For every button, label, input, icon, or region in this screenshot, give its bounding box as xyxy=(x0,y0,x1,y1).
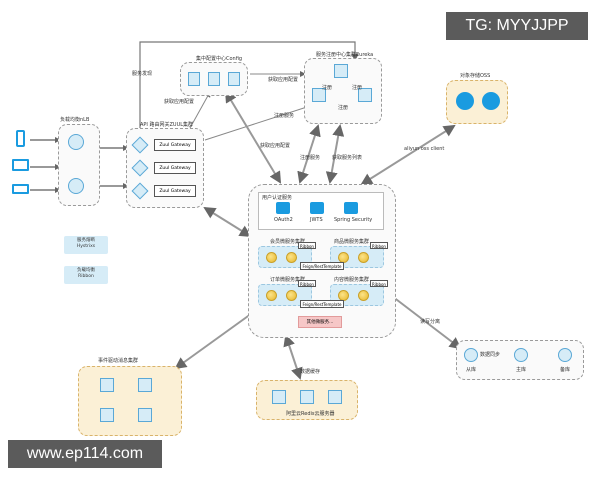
config-server-icon xyxy=(188,72,200,86)
jwt-icon xyxy=(310,202,324,214)
eureka-server-icon-2 xyxy=(312,88,326,102)
db-slave-icon xyxy=(464,348,478,362)
event-message-label: 事件驱动消息集群 xyxy=(98,358,139,364)
config-server-icon-3 xyxy=(228,72,240,86)
db-primary-icon xyxy=(514,348,528,362)
edge-label-get-config: 获取应用配置 xyxy=(164,99,195,105)
message-node-icon-3 xyxy=(100,408,114,422)
phone-icon xyxy=(16,130,25,147)
eureka-server-icon xyxy=(334,64,348,78)
ribbon-tag-2: Ribbon xyxy=(370,242,388,249)
content-instance-icon-2 xyxy=(358,290,369,301)
config-center-label: 集中配置中心Config xyxy=(196,56,243,62)
db-backup-icon xyxy=(558,348,572,362)
ribbon-tag-4: Ribbon xyxy=(370,280,388,287)
feign-resttemplate: Feign/RestTemplate xyxy=(300,262,344,270)
feign-resttemplate-2: Feign/RestTemplate xyxy=(300,300,344,308)
zuul-gateway-button[interactable]: Zuul Gateway xyxy=(154,139,196,151)
gateway-cluster-label: API 路由网关ZUUL集群 xyxy=(140,122,194,128)
edge-label-service-discovery: 服务发现 xyxy=(132,71,153,77)
db-sync-label: 数据同步 xyxy=(480,352,501,358)
edge-oss-services xyxy=(360,124,456,186)
edge-gateway-services xyxy=(203,206,252,238)
member-instance-icon xyxy=(266,252,277,263)
goods-cluster-label: 商品微服务集群 xyxy=(334,239,370,245)
redis-cluster-label: 阿里云Redis云服务器 xyxy=(286,411,335,417)
edge-label-fetch-list: 获取服务列表 xyxy=(332,155,363,161)
edge-eureka-services-1 xyxy=(297,124,321,184)
edge-label-read-write: 读写分离 xyxy=(420,319,441,325)
lb-node-icon-2 xyxy=(68,178,84,194)
zuul-gateway-button-2[interactable]: Zuul Gateway xyxy=(154,162,196,174)
eureka-edge-label-2: 注册 xyxy=(352,85,363,91)
eureka-label: 服务注册中心集群Eureka xyxy=(316,52,374,58)
edge-label-register-2: 注册服务 xyxy=(300,155,321,161)
legend-hystrix-line2: Hystrixs xyxy=(76,244,96,249)
legend-hystrix-line1: 服务熔断 xyxy=(77,238,95,243)
spring-security-icon xyxy=(344,202,358,214)
jwt-label: JWTS xyxy=(310,217,323,223)
message-node-icon-2 xyxy=(138,378,152,392)
db-backup-label: 备库 xyxy=(560,367,571,373)
edge-label-get-config-2: 获取应用配置 xyxy=(268,77,299,83)
edge-label-aliyun-oss: aliyun oss client xyxy=(404,146,445,152)
db-primary-label: 主库 xyxy=(516,367,527,373)
edge-service-discovery xyxy=(139,41,359,128)
db-slave-label: 从库 xyxy=(466,367,477,373)
edge-label-register: 注册服务 xyxy=(274,113,295,119)
edge-gateway-eureka xyxy=(204,104,311,141)
edge-label-get-config-3: 获取应用配置 xyxy=(260,143,291,149)
redis-node-icon xyxy=(272,390,286,404)
oauth2-icon xyxy=(276,202,290,214)
order-instance-icon-2 xyxy=(286,290,297,301)
auth-service-label: 用户认证服务 xyxy=(262,195,293,201)
edge-gateway-config xyxy=(189,91,211,129)
message-node-icon xyxy=(100,378,114,392)
watermark-bottom-left: www.ep114.com xyxy=(8,440,162,468)
oauth2-label: OAuth2 xyxy=(274,217,293,223)
edge-config-services xyxy=(224,90,282,184)
order-instance-icon xyxy=(266,290,277,301)
laptop-icon xyxy=(12,184,29,194)
member-cluster-label: 会员微服务集群 xyxy=(270,239,306,245)
zuul-gateway-button-3[interactable]: Zuul Gateway xyxy=(154,185,196,197)
watermark-top-right: TG: MYYJJPP xyxy=(446,12,588,40)
eureka-edge-label-3: 注册 xyxy=(338,105,349,111)
edge-eureka-services-2 xyxy=(325,124,345,184)
ribbon-tag-3: Ribbon xyxy=(298,280,316,287)
spring-security-label: Spring Security xyxy=(334,217,373,223)
ribbon-tag: Ribbon xyxy=(298,242,316,249)
config-server-icon-2 xyxy=(208,72,220,86)
event-message-cluster xyxy=(78,366,182,436)
redis-node-icon-2 xyxy=(300,390,314,404)
legend-ribbon-line2: Ribbon xyxy=(78,274,94,279)
edge-services-cache xyxy=(283,334,303,380)
message-node-icon-4 xyxy=(138,408,152,422)
eureka-server-icon-3 xyxy=(358,88,372,102)
legend-ribbon-line1: 负载均衡 xyxy=(77,268,95,273)
edge-services-db xyxy=(382,288,462,350)
content-cluster-label: 内容微服务集群 xyxy=(334,277,370,283)
order-cluster-label: 订单微服务集群 xyxy=(270,277,306,283)
goods-instance-icon-2 xyxy=(358,252,369,263)
oss-bucket-icon xyxy=(456,92,474,110)
eureka-edge-label: 注册 xyxy=(322,85,333,91)
other-microservices: 其他微服务... xyxy=(298,316,342,328)
lb-node-icon xyxy=(68,134,84,150)
load-balancer-label: 负载均衡nLB xyxy=(60,117,90,123)
monitor-icon xyxy=(12,159,29,171)
oss-bucket-icon-2 xyxy=(482,92,500,110)
redis-node-icon-3 xyxy=(328,390,342,404)
edge-services-events xyxy=(174,304,264,370)
cache-title: 数据缓存 xyxy=(300,369,321,375)
member-instance-icon-2 xyxy=(286,252,297,263)
oss-label: 对象存储OSS xyxy=(460,73,491,79)
